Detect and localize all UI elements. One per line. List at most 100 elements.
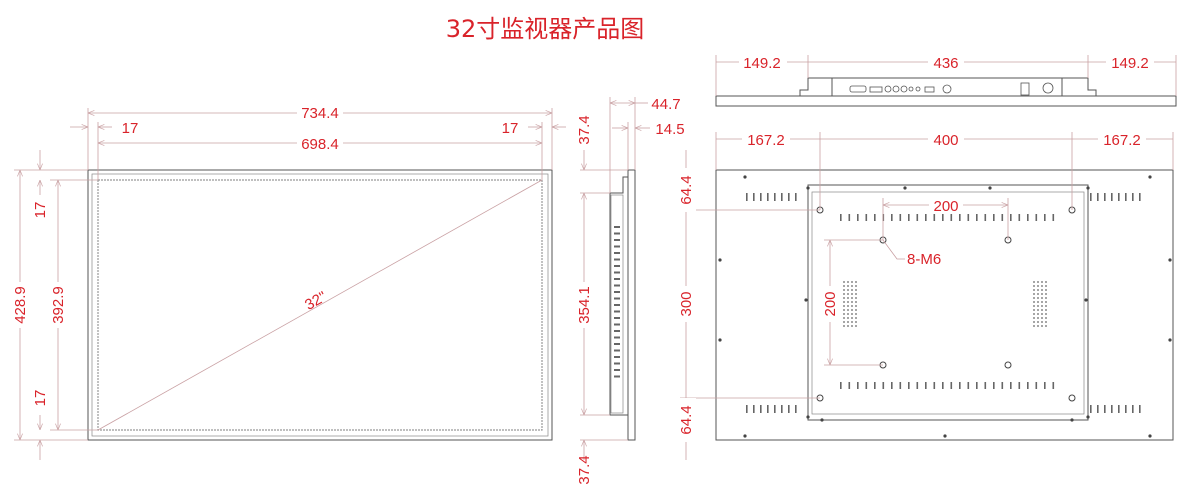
back-right-margin-dim: 167.2 xyxy=(1103,132,1141,149)
top-view: 149.2 436 149.2 xyxy=(715,52,1177,107)
vent-dot xyxy=(847,309,849,311)
vent-dot xyxy=(855,325,857,327)
vent-slot xyxy=(614,245,620,248)
screw-hole xyxy=(1084,298,1088,302)
vent-slot xyxy=(767,405,769,413)
vent-dot xyxy=(851,293,853,295)
vent-slot xyxy=(1027,382,1029,389)
vent-slot xyxy=(865,382,868,389)
vent-slot xyxy=(865,214,868,221)
back-top-margin-dim: 64.4 xyxy=(678,175,695,204)
vent-dot xyxy=(843,301,845,303)
vent-slot xyxy=(933,214,936,221)
vent-slot xyxy=(614,265,620,267)
vent-slot xyxy=(614,349,620,352)
side-front-plate xyxy=(627,169,636,441)
screw-hole xyxy=(718,338,722,342)
screw-hole xyxy=(743,175,747,179)
screw-hole xyxy=(1168,258,1172,262)
vent-slot xyxy=(1018,382,1021,389)
vent-dot xyxy=(843,293,845,295)
vent-slot xyxy=(774,405,776,413)
vent-slot xyxy=(1104,193,1106,201)
vent-dot xyxy=(851,309,853,311)
vent-dot xyxy=(843,313,845,315)
vent-slot xyxy=(614,362,620,365)
vent-slot xyxy=(781,405,783,413)
vent-slot xyxy=(1139,193,1141,201)
top-left-margin-dim: 149.2 xyxy=(743,55,781,72)
vent-dot xyxy=(847,289,849,291)
vent-slot xyxy=(1125,193,1127,201)
vent-dot xyxy=(1037,309,1039,311)
vent-dot xyxy=(855,317,857,319)
vent-dot xyxy=(843,317,845,319)
vent-dot xyxy=(1033,285,1035,287)
vent-dot xyxy=(855,309,857,311)
vent-dot xyxy=(1041,305,1043,307)
vent-dot xyxy=(1037,313,1039,315)
vent-slot xyxy=(942,214,944,221)
vent-dot xyxy=(1033,289,1035,291)
vent-dot xyxy=(1045,309,1047,311)
vent-slot xyxy=(950,382,953,389)
vent-slot xyxy=(614,375,620,378)
screen-area xyxy=(97,179,543,431)
vent-slot xyxy=(614,330,620,332)
screw-hole xyxy=(804,298,808,302)
bezel-top-dim: 17 xyxy=(32,202,49,219)
vent-dot xyxy=(855,289,857,291)
mount-hole xyxy=(1068,394,1076,402)
diagonal-line xyxy=(97,179,543,431)
vent-slot xyxy=(993,214,995,221)
diagonal-label: 32" xyxy=(302,288,329,314)
vent-dot xyxy=(851,289,853,291)
vent-slot xyxy=(1052,214,1055,221)
vent-dot xyxy=(1041,301,1043,303)
vent-slot xyxy=(899,382,902,389)
vent-dot xyxy=(1045,285,1047,287)
vent-dot xyxy=(1033,305,1035,307)
drawing-title: 32寸监视器产品图 xyxy=(446,15,645,43)
vent-slot xyxy=(614,239,620,241)
vent-slot xyxy=(916,214,919,221)
screw-hole xyxy=(1148,175,1152,179)
vent-dot xyxy=(1045,297,1047,299)
screw-hole xyxy=(1168,338,1172,342)
vent-dot xyxy=(1045,325,1047,327)
overall-width-dim: 734.4 xyxy=(301,105,339,122)
top-right-margin-dim: 149.2 xyxy=(1111,55,1149,72)
vent-dot xyxy=(851,317,853,319)
vent-slot xyxy=(925,382,927,389)
vent-dot xyxy=(851,297,853,299)
vent-dot xyxy=(1041,297,1043,299)
vent-dot xyxy=(847,325,849,327)
power-button xyxy=(1042,82,1054,94)
vent-slot xyxy=(1125,405,1127,413)
vent-dot xyxy=(1037,293,1039,295)
screw-hole xyxy=(1070,418,1074,422)
vent-dot xyxy=(1041,309,1043,311)
vesa-h-dim: 200 xyxy=(933,198,958,215)
vent-dot xyxy=(1033,325,1035,327)
vent-slot xyxy=(760,193,762,201)
vent-slot xyxy=(942,382,944,389)
offset-bottom-dim: 37.4 xyxy=(576,455,593,484)
vent-slot xyxy=(1010,214,1012,221)
vent-slot xyxy=(1001,214,1004,221)
vent-dot xyxy=(1045,281,1047,283)
vent-slot xyxy=(753,405,755,413)
vent-dot xyxy=(1041,285,1043,287)
vent-slot xyxy=(848,214,851,221)
vent-dot xyxy=(1045,289,1047,291)
vent-slot xyxy=(967,214,970,221)
vent-dot xyxy=(847,281,849,283)
screen-height-dim: 392.9 xyxy=(50,286,67,324)
vent-slot xyxy=(848,382,851,389)
vent-dot xyxy=(1045,293,1047,295)
vent-slot xyxy=(760,405,762,413)
vent-dot xyxy=(855,301,857,303)
vent-dot xyxy=(851,321,853,323)
vent-slot xyxy=(614,284,620,287)
